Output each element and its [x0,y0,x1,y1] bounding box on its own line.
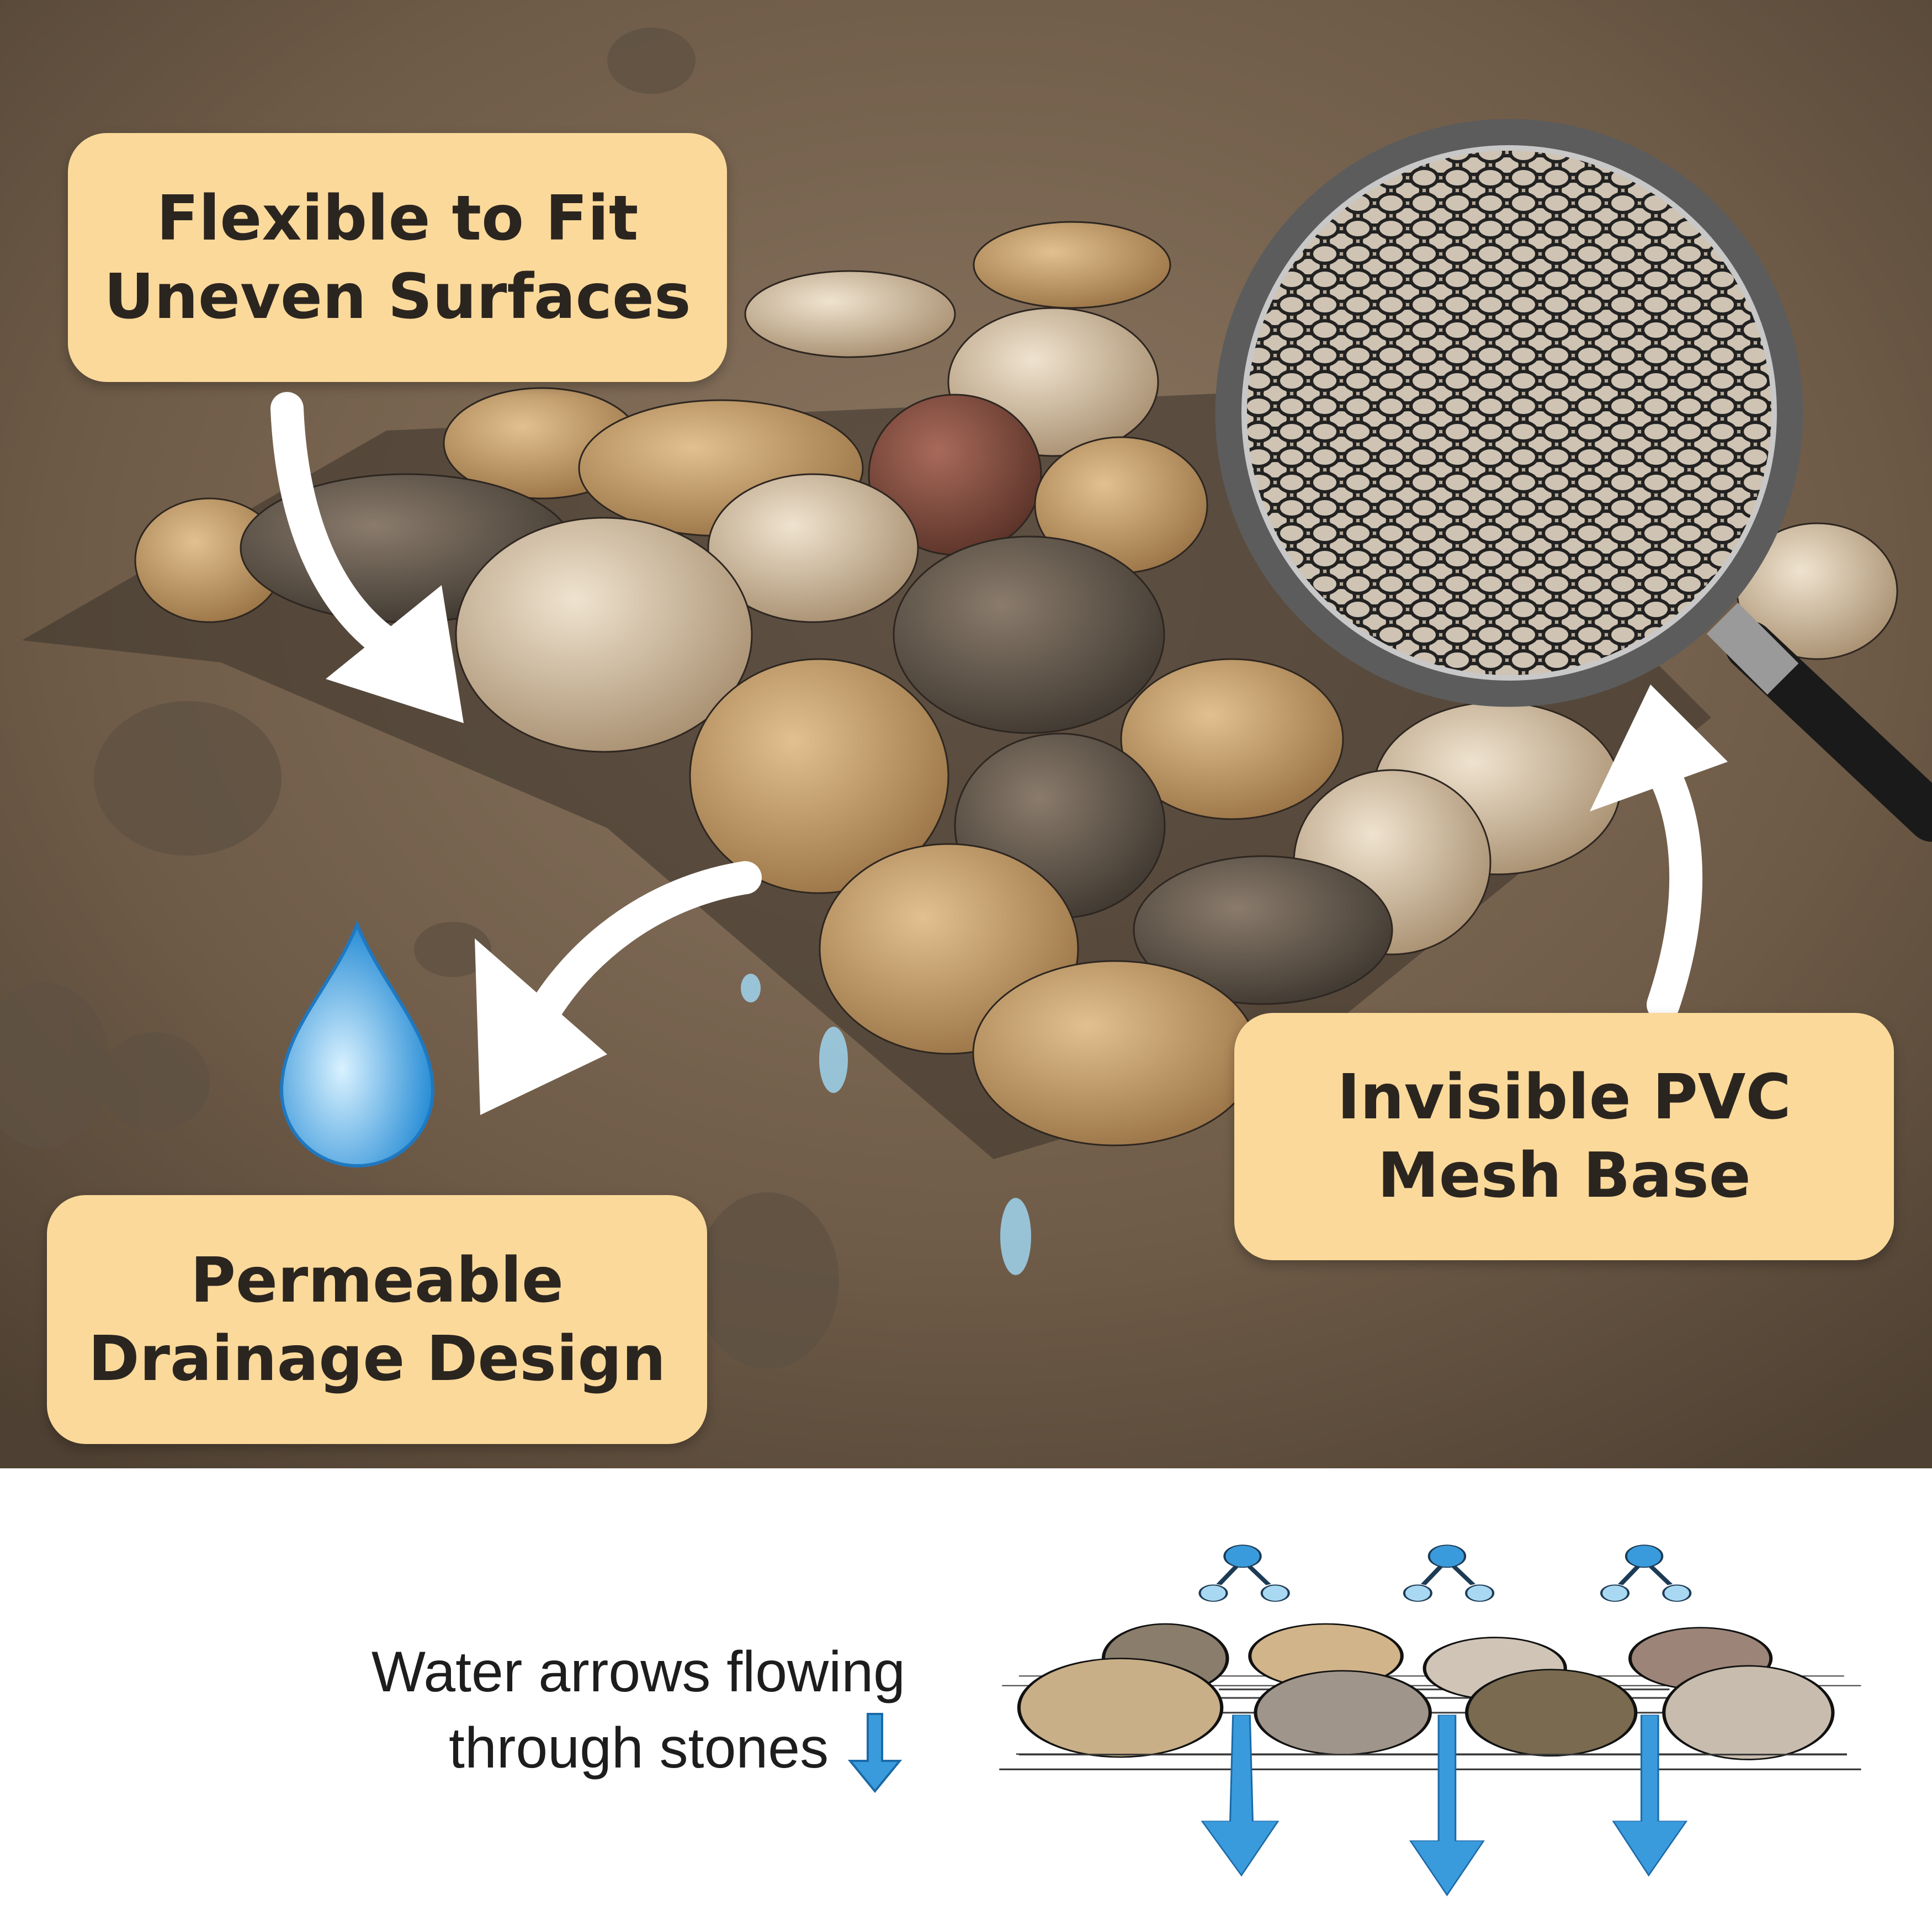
water-drop-icon [279,920,435,1167]
callout-mesh-line2: Mesh Base [1377,1140,1751,1212]
down-arrow-icon [847,1712,903,1793]
pebble-mat-photo [0,0,1932,1468]
magnifying-glass-icon [1215,119,1932,842]
down-arrows [1201,1715,1688,1897]
callout-drainage-line2: Drainage Design [88,1323,666,1395]
callout-flexible-line2: Uneven Surfaces [104,261,691,333]
arrow-to-drainage-icon [475,861,762,1115]
pebbles [134,221,1898,1147]
callout-drainage: Permeable Drainage Design [47,1195,707,1444]
callout-flexible-line1: Flexible to Fit [156,182,639,254]
diagram-grid [999,1754,1861,1770]
caption: Water arrows flowing through stones [166,1634,905,1794]
down-arrow-icon [1409,1715,1485,1897]
arrow-to-surfaces-icon [270,392,464,723]
caption-line1: Water arrows flowing [371,1640,905,1704]
water-molecule-icon [1198,1544,1290,1602]
down-arrow-icon [1201,1715,1280,1877]
callout-mesh-line1: Invisible PVC [1337,1061,1791,1133]
callout-flexible: Flexible to Fit Uneven Surfaces [68,133,727,382]
water-drips [741,974,1031,1275]
callout-drainage-line1: Permeable [190,1244,564,1317]
water-molecule-icon [1600,1544,1692,1602]
ground-rocks [0,28,839,1369]
water-molecules [1198,1544,1692,1602]
callout-mesh: Invisible PVC Mesh Base [1234,1013,1894,1260]
drainage-diagram [999,1544,1861,1897]
diagram-stones [1017,1623,1835,1760]
water-molecule-icon [1403,1544,1495,1602]
arrow-to-mesh-icon [1590,684,1728,1021]
down-arrow-icon [1612,1715,1688,1877]
caption-line2: through stones [449,1716,829,1780]
